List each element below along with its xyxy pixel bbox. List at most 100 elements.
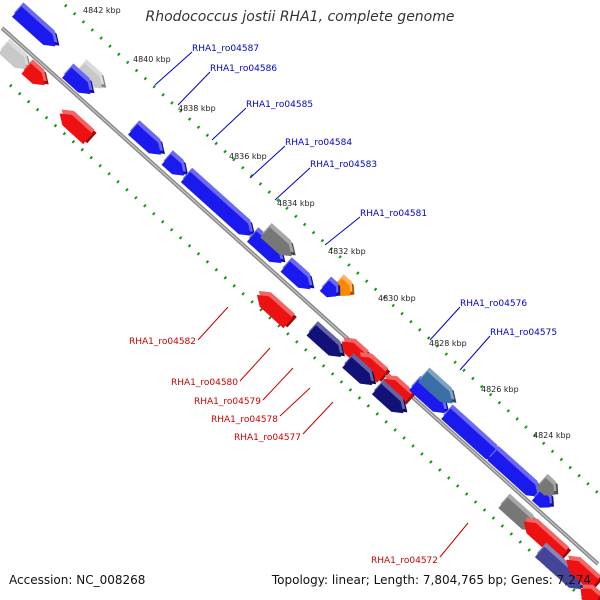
gene-arrow-face: [128, 124, 161, 155]
gene-label-text[interactable]: RHA1_ro04584: [285, 138, 352, 148]
accession-text: Accession: NC_008268: [9, 573, 146, 587]
gene-arrow[interactable]: [536, 473, 559, 496]
gene-arrow[interactable]: [0, 38, 31, 70]
gene-label[interactable]: RHA1_ro04576: [429, 299, 527, 341]
tick-line-lower: [8, 83, 587, 600]
tick-label: 4824 kbp: [533, 431, 571, 440]
gene-label[interactable]: RHA1_ro04582: [129, 306, 229, 347]
gene-arrow-face: [418, 371, 453, 404]
gene-arrow[interactable]: [75, 59, 107, 89]
gene-label-text[interactable]: RHA1_ro04578: [211, 415, 278, 425]
gene-arrow[interactable]: [357, 352, 391, 383]
gene-arrow-face: [409, 379, 446, 414]
gene-label[interactable]: RHA1_ro04580: [171, 347, 271, 388]
gene-label-text[interactable]: RHA1_ro04576: [460, 299, 527, 309]
gene-arrow[interactable]: [418, 367, 457, 404]
gene-arrow[interactable]: [534, 542, 586, 590]
gene-arrow[interactable]: [247, 227, 286, 264]
gene-arrow[interactable]: [580, 584, 600, 600]
gene-arrow[interactable]: [161, 150, 189, 176]
gene-arrow[interactable]: [371, 379, 408, 414]
gene-arrow[interactable]: [12, 2, 60, 47]
gene-arrow-face: [319, 280, 337, 298]
gene-arrow[interactable]: [280, 257, 315, 290]
gene-label[interactable]: RHA1_ro04583: [274, 160, 377, 201]
gene-label[interactable]: RHA1_ro04587: [154, 44, 259, 86]
gene-arrow-face: [247, 231, 282, 264]
gene-arrow[interactable]: [566, 555, 600, 591]
gene-label-text[interactable]: RHA1_ro04581: [360, 209, 427, 219]
gene-arrow[interactable]: [128, 120, 165, 155]
gene-label-text[interactable]: RHA1_ro04579: [194, 397, 261, 407]
gene-arrow-face: [306, 325, 341, 357]
gene-arrow[interactable]: [21, 59, 49, 86]
gene-arrow-face: [161, 154, 184, 176]
genome-backbone-highlight: [1, 27, 599, 565]
gene-arrow-face: [59, 113, 93, 145]
gene-arrow[interactable]: [487, 446, 543, 497]
gene-arrow-face: [12, 6, 56, 47]
tick-label: 4838 kbp: [178, 104, 216, 113]
gene-arrow[interactable]: [260, 223, 296, 257]
tick-label: 4834 kbp: [277, 199, 315, 208]
tick-label: 4826 kbp: [481, 385, 519, 394]
gene-arrow-face: [342, 357, 373, 386]
gene-arrow-face: [260, 227, 292, 257]
gene-label-leader: [302, 401, 334, 435]
gene-arrow[interactable]: [62, 63, 95, 95]
topology-text: Topology: linear; Length: 7,804,765 bp; …: [271, 573, 591, 587]
gene-arrow[interactable]: [523, 517, 572, 562]
gene-label-text[interactable]: RHA1_ro04585: [246, 100, 313, 110]
gene-label[interactable]: RHA1_ro04577: [234, 401, 334, 443]
gene-label-text[interactable]: RHA1_ro04575: [490, 328, 557, 338]
gene-arrow[interactable]: [441, 404, 502, 461]
gene-arrow-face: [75, 63, 103, 89]
gene-label[interactable]: RHA1_ro04579: [194, 367, 294, 407]
gene-label-leader: [154, 51, 193, 86]
gene-arrow-face: [280, 261, 311, 290]
gene-arrow-face: [566, 559, 600, 591]
gene-label-leader: [197, 306, 229, 341]
gene-arrow-face: [357, 356, 387, 383]
gene-label[interactable]: RHA1_ro04572: [371, 522, 469, 566]
gene-label-leader: [262, 367, 294, 401]
gene-label-text[interactable]: RHA1_ro04582: [129, 337, 196, 347]
gene-arrow[interactable]: [256, 290, 297, 329]
gene-label-leader: [249, 145, 286, 179]
gene-arrow[interactable]: [383, 374, 416, 406]
gene-label-leader: [459, 335, 491, 371]
gene-arrow-face: [371, 383, 404, 414]
gene-label[interactable]: RHA1_ro04585: [211, 100, 313, 141]
gene-label-leader: [279, 387, 311, 417]
gene-arrow[interactable]: [180, 167, 255, 236]
gene-label-text[interactable]: RHA1_ro04572: [371, 556, 438, 566]
gene-arrow-face: [21, 63, 45, 86]
gene-label[interactable]: RHA1_ro04581: [324, 209, 427, 246]
tick-label: 4830 kbp: [378, 294, 416, 303]
gene-label[interactable]: RHA1_ro04575: [459, 328, 557, 371]
genome-title: Rhodococcus jostii RHA1, complete genome: [145, 9, 455, 25]
gene-arrow[interactable]: [59, 109, 97, 145]
gene-arrow[interactable]: [409, 375, 450, 414]
gene-arrow-face: [536, 477, 555, 496]
gene-label-text[interactable]: RHA1_ro04586: [210, 64, 277, 74]
gene-label-text[interactable]: RHA1_ro04587: [192, 44, 259, 54]
gene-label-text[interactable]: RHA1_ro04580: [171, 378, 238, 388]
gene-label-text[interactable]: RHA1_ro04577: [234, 433, 301, 443]
gene-arrow[interactable]: [306, 321, 345, 357]
gene-label[interactable]: RHA1_ro04584: [249, 138, 352, 179]
tick-label: 4840 kbp: [133, 55, 171, 64]
gene-label[interactable]: RHA1_ro04578: [211, 387, 311, 425]
gene-label-leader: [274, 167, 311, 201]
gene-arrow-face: [256, 294, 293, 329]
gene-label-leader: [439, 522, 469, 558]
gene-arrow-face: [180, 171, 251, 236]
gene-label-text[interactable]: RHA1_ro04583: [310, 160, 377, 170]
gene-arrow[interactable]: [319, 276, 341, 298]
gene-label[interactable]: RHA1_ro04586: [177, 64, 277, 106]
gene-arrow[interactable]: [342, 353, 377, 386]
gene-label-leader: [324, 216, 361, 246]
gene-label-leader: [429, 306, 461, 341]
gene-arrow-face: [523, 521, 568, 562]
